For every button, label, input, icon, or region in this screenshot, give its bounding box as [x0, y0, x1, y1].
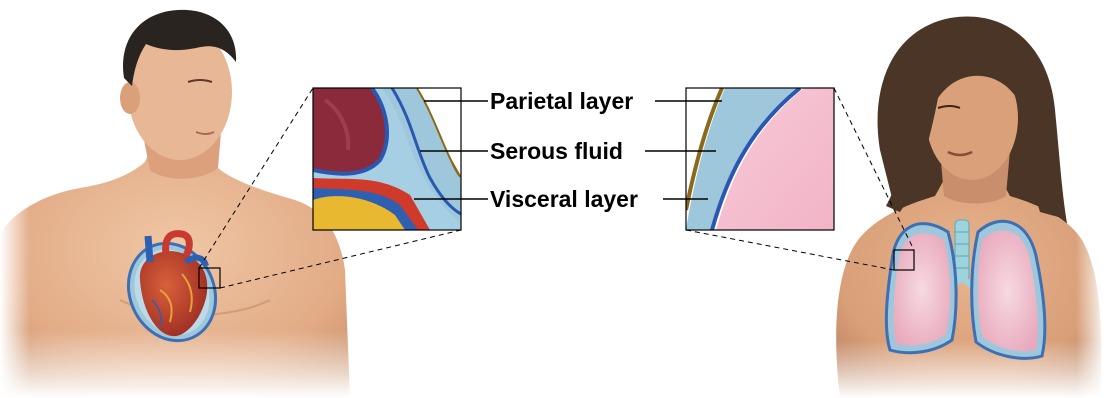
heart-zoom-inset	[313, 88, 461, 230]
trachea	[955, 220, 969, 280]
male-ear	[120, 82, 140, 114]
heart-muscle-zoom	[313, 88, 387, 174]
vena-cava	[148, 236, 150, 262]
serous-fluid-label: Serous fluid	[490, 140, 623, 163]
parietal-layer-label: Parietal layer	[490, 90, 633, 113]
female-torso-figure	[820, 17, 1106, 398]
lung-zoom-inset	[686, 88, 834, 230]
visceral-layer-label: Visceral layer	[490, 188, 638, 211]
